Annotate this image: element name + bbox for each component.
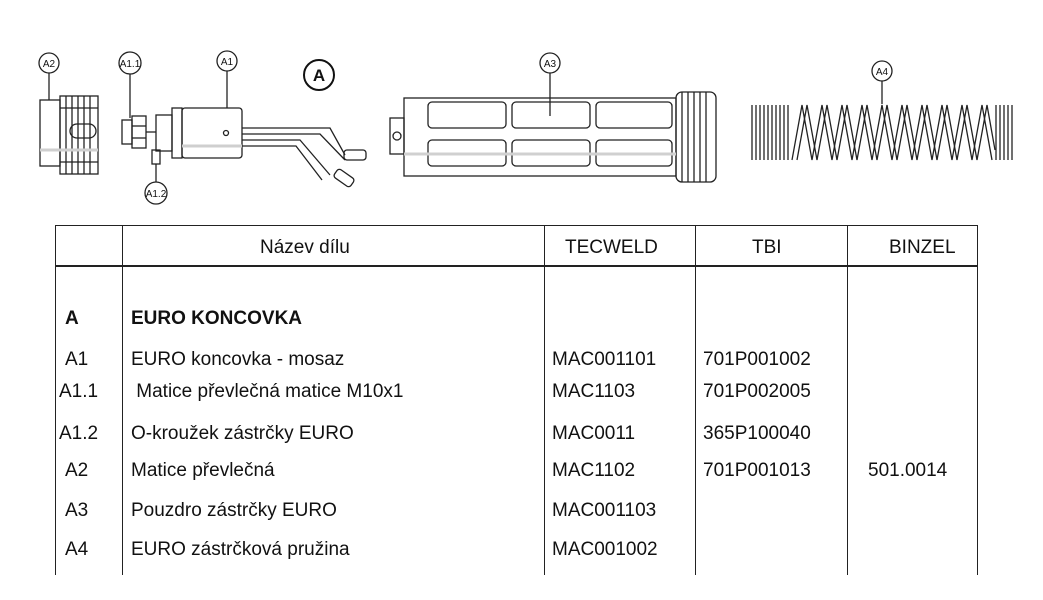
svg-text:A1: A1: [221, 57, 234, 68]
group-name: EURO KONCOVKA: [131, 308, 303, 329]
table-header-border: [55, 265, 978, 267]
group-label-circle: [303, 59, 335, 91]
row-tecweld: MAC001103: [552, 500, 657, 521]
row-tbi: 701P001002: [703, 349, 811, 370]
part-a1-drawing: [151, 107, 367, 188]
row-part-name: EURO zástrčková pružina: [131, 539, 350, 560]
table-col-divider: [847, 225, 848, 575]
row-code: A1.1: [59, 381, 99, 402]
part-a2-drawing: [39, 95, 99, 175]
header-tbi: TBI: [752, 237, 782, 258]
svg-text:A1.2: A1.2: [146, 189, 167, 200]
row-part-name: Matice převlečná matice M10x1: [131, 381, 404, 402]
row-tecweld: MAC0011: [552, 423, 636, 444]
part-a1-1-drawing: [121, 115, 156, 149]
row-tbi: 701P001013: [703, 460, 811, 481]
row-code: A1.2: [59, 423, 99, 444]
table-top-border: [55, 225, 978, 226]
row-binzel: 501.0014: [868, 460, 948, 481]
group-label: A: [313, 66, 325, 85]
row-code: A3: [65, 500, 89, 521]
row-tecweld: MAC1103: [552, 381, 636, 402]
table-col-divider: [544, 225, 545, 575]
row-tecweld: MAC001101: [552, 349, 657, 370]
parts-table: Název dílu TECWELD TBI BINZEL A EURO KON…: [55, 225, 978, 575]
table-col-divider: [122, 225, 123, 575]
part-a4-drawing: [751, 104, 1013, 161]
parts-diagram: A2 A1.1 A1 A1.2 A: [38, 50, 1013, 205]
header-part-name: Název dílu: [260, 237, 350, 258]
svg-text:A4: A4: [876, 67, 889, 78]
table-col-divider: [977, 225, 978, 575]
row-code: A2: [65, 460, 89, 481]
header-binzel: BINZEL: [889, 237, 956, 258]
table-col-divider: [695, 225, 696, 575]
row-part-name: Matice převlečná: [131, 460, 275, 481]
table-col-divider: [55, 225, 56, 575]
svg-text:A1.1: A1.1: [120, 59, 141, 70]
row-tecweld: MAC1102: [552, 460, 636, 481]
group-code: A: [65, 308, 79, 329]
part-a3-drawing: [389, 91, 717, 183]
row-part-name: Pouzdro zástrčky EURO: [131, 500, 337, 521]
svg-text:A2: A2: [43, 59, 56, 70]
row-part-name: O-kroužek zástrčky EURO: [131, 423, 354, 444]
row-tecweld: MAC001002: [552, 539, 658, 560]
header-tecweld: TECWELD: [565, 237, 658, 258]
row-code: A4: [65, 539, 89, 560]
row-tbi: 701P002005: [703, 381, 811, 402]
row-tbi: 365P100040: [703, 423, 811, 444]
row-code: A1: [65, 349, 89, 370]
svg-text:A3: A3: [544, 59, 557, 70]
row-part-name: EURO koncovka - mosaz: [131, 349, 345, 370]
